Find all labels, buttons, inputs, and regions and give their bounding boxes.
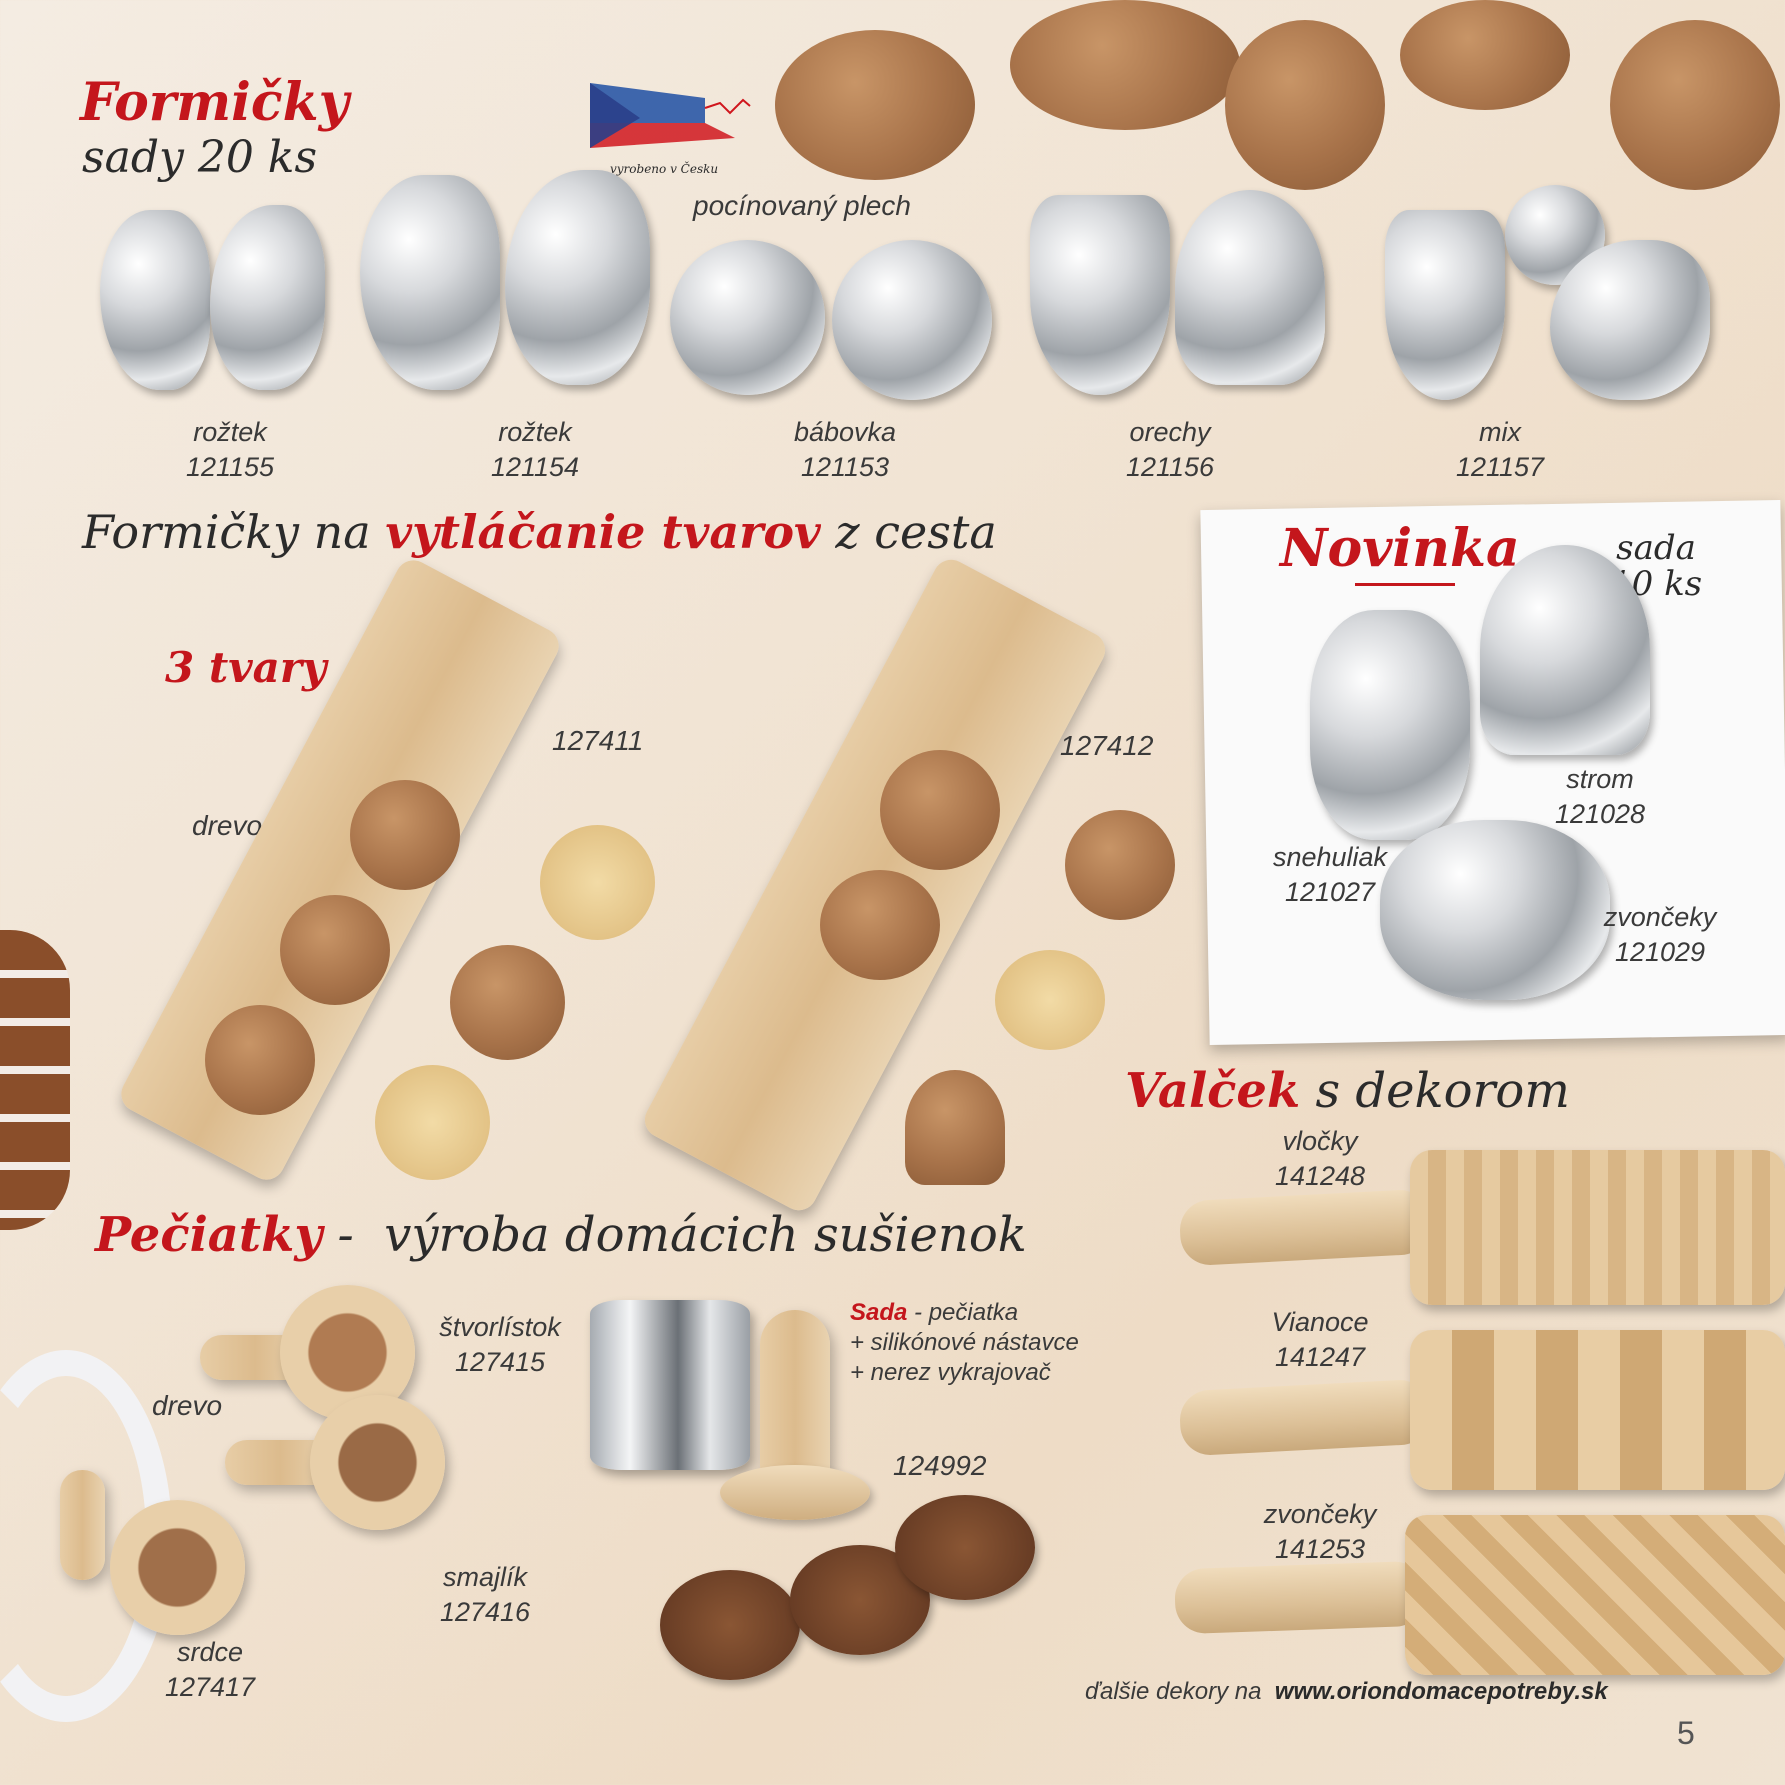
- footer-more-decors: ďalšie dekory na www.oriondomacepotreby.…: [1085, 1678, 1608, 1705]
- cookie-image: [905, 1070, 1005, 1185]
- press-heading: Formičky na vytláčanie tvarov z cesta: [82, 505, 997, 559]
- press-code-a: 127411: [552, 725, 644, 756]
- cookie-image: [450, 945, 565, 1060]
- mould-image: [1550, 240, 1710, 400]
- mould-image: [1030, 195, 1170, 395]
- wooden-stamp-image: [60, 1470, 105, 1580]
- cookie-image: [775, 30, 975, 180]
- cookie-image: [880, 750, 1000, 870]
- mould-image: [210, 205, 325, 390]
- mould-image: [1380, 820, 1610, 1000]
- stamp-set-code: 124992: [893, 1450, 987, 1481]
- page-subtitle: sady 20 ks: [82, 132, 318, 183]
- wooden-stamp-image: [310, 1395, 445, 1530]
- mould-image: [1385, 210, 1505, 400]
- stamp-set-description: Sada - pečiatka + silikónové nástavce + …: [850, 1299, 1079, 1386]
- novinka-title: Novinka: [1280, 518, 1520, 579]
- novinka-underline: [1355, 583, 1455, 586]
- stamps-heading: Pečiatky - výroba domácich sušienok: [95, 1207, 1027, 1263]
- cookie-image: [375, 1065, 490, 1180]
- cookie-image: [1225, 20, 1385, 190]
- made-in-czech-logo: vyrobeno v Česku: [585, 78, 755, 178]
- cookie-image: [280, 895, 390, 1005]
- stamps-material: drevo: [152, 1390, 223, 1421]
- rolling-pin-image: [1405, 1515, 1785, 1675]
- cookie-image: [820, 870, 940, 980]
- mould-image: [360, 175, 500, 390]
- mould-image: [670, 240, 825, 395]
- czech-flag-icon: [590, 83, 751, 148]
- cookie-image: [205, 1005, 315, 1115]
- press-material: drevo: [192, 810, 263, 841]
- press-code-b: 127412: [1060, 730, 1154, 761]
- press-shapes: 3 tvary: [165, 643, 327, 692]
- rollers-heading: Valček s dekorom: [1125, 1063, 1570, 1119]
- website-link[interactable]: www.oriondomacepotreby.sk: [1274, 1678, 1608, 1705]
- made-in-label: vyrobeno v Česku: [610, 162, 719, 176]
- mould-image: [832, 240, 992, 400]
- page-number: 5: [1677, 1715, 1695, 1751]
- wooden-stamp-image: [110, 1500, 245, 1635]
- cookie-image: [1610, 20, 1780, 190]
- rolling-pin-image: [1410, 1330, 1785, 1490]
- stamp-base-image: [720, 1465, 870, 1520]
- mould-image: [505, 170, 650, 385]
- mould-image: [1310, 610, 1470, 840]
- cookie-image: [1400, 0, 1570, 110]
- tin-note: pocínovaný plech: [693, 190, 911, 221]
- silicone-insert-image: [895, 1495, 1035, 1600]
- steel-cutter-image: [590, 1300, 750, 1470]
- cookie-image: [995, 950, 1105, 1050]
- cookie-image: [1065, 810, 1175, 920]
- page-title: Formičky: [80, 72, 349, 133]
- cookie-image: [1010, 0, 1240, 130]
- mould-image: [100, 210, 210, 390]
- roller-handle: [1173, 1560, 1427, 1635]
- mould-image: [1175, 190, 1325, 385]
- silicone-insert-image: [660, 1570, 800, 1680]
- roller-handle: [1178, 1188, 1432, 1267]
- mould-image: [1480, 545, 1650, 755]
- rolling-pin-image: [1410, 1150, 1785, 1305]
- gingerbread-tree-image: [0, 930, 70, 1230]
- cookie-image: [540, 825, 655, 940]
- roller-handle: [1178, 1378, 1432, 1457]
- cookie-image: [350, 780, 460, 890]
